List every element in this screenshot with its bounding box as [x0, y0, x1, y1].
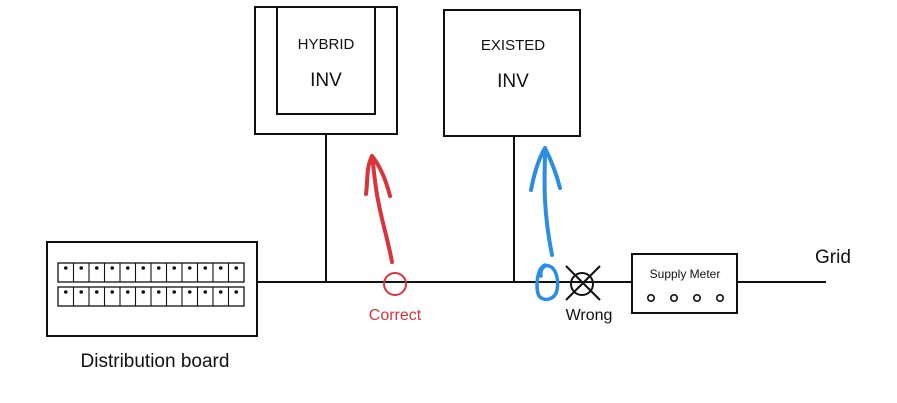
hybrid-inverter-line1: HYBRID	[298, 36, 355, 53]
grid-label: Grid	[815, 247, 851, 268]
supply-meter-label: Supply Meter	[650, 267, 721, 281]
breaker-dot	[79, 266, 84, 270]
existed-inverter-line1: EXISTED	[481, 37, 545, 54]
correct-point-circle	[383, 272, 407, 296]
breaker-dot	[218, 266, 223, 270]
breaker-dot	[63, 290, 68, 294]
existed-inverter-box	[443, 9, 581, 137]
wrong-cross-icon	[565, 265, 601, 301]
hybrid-inverter-inner-box	[276, 6, 376, 115]
wrong-arrow-icon	[529, 146, 562, 257]
breaker-dot	[218, 290, 223, 294]
breaker-dot	[203, 266, 208, 270]
breaker-dot	[234, 266, 239, 270]
breaker-dot	[63, 266, 68, 270]
breaker-dot	[110, 290, 115, 294]
correct-connection-marker: Correct	[364, 154, 422, 324]
breaker-dot	[141, 266, 146, 270]
breaker-dot	[125, 290, 130, 294]
wrong-point-scribble	[535, 263, 560, 302]
breaker-dot	[234, 290, 239, 294]
wrong-point-circle	[570, 272, 594, 296]
breaker-dot	[94, 290, 99, 294]
breaker-dot	[203, 290, 208, 294]
correct-label: Correct	[369, 307, 422, 324]
breaker-dot	[187, 266, 192, 270]
breaker-dot	[156, 266, 161, 270]
wrong-connection-marker: Wrong	[529, 146, 613, 324]
distribution-board-label: Distribution board	[81, 351, 230, 372]
distribution-board	[46, 241, 258, 337]
supply-meter: Supply Meter	[631, 253, 738, 314]
hybrid-inverter-line2: INV	[310, 70, 342, 91]
supply-meter-dial	[715, 293, 724, 302]
breaker-grid	[57, 262, 245, 307]
existed-inverter: EXISTED INV	[443, 9, 581, 137]
distribution-board-outer-box	[46, 241, 258, 337]
hybrid-inverter: HYBRID INV	[254, 6, 398, 135]
supply-meter-dial	[646, 293, 655, 302]
breaker-dot	[172, 290, 177, 294]
breaker-dot	[94, 266, 99, 270]
breaker-dot	[110, 266, 115, 270]
correct-arrow-icon	[364, 154, 394, 264]
supply-meter-dial	[692, 293, 701, 302]
breaker-dot	[156, 290, 161, 294]
breaker-dot	[172, 266, 177, 270]
breaker-dot	[141, 290, 146, 294]
breaker-dot	[125, 266, 130, 270]
supply-meter-dial	[669, 293, 678, 302]
breaker-dot	[187, 290, 192, 294]
wrong-label: Wrong	[566, 307, 613, 324]
supply-meter-box	[631, 253, 738, 314]
existed-inverter-line2: INV	[497, 71, 529, 92]
breaker-dot	[79, 290, 84, 294]
